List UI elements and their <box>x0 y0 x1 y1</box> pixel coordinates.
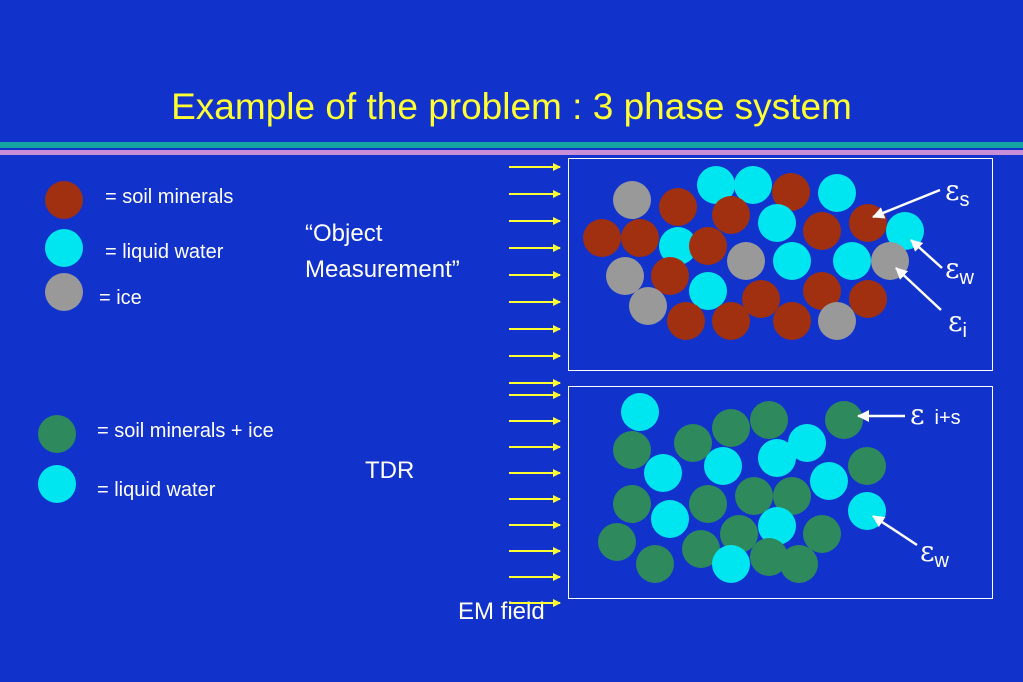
legend-ice-dot <box>45 273 83 311</box>
liquid-water-particle <box>704 447 742 485</box>
soil-mineral-particle <box>742 280 780 318</box>
soil-ice-particle <box>613 485 651 523</box>
object-measurement-line1: “Object <box>305 220 383 247</box>
soil-mineral-particle <box>849 204 887 242</box>
epsilon-pointer-arrow <box>872 514 918 547</box>
object-measurement-label: “Object Measurement” <box>305 216 460 288</box>
liquid-water-particle <box>644 454 682 492</box>
soil-ice-particle <box>780 545 818 583</box>
liquid-water-particle <box>659 227 697 265</box>
liquid-water-particle <box>788 424 826 462</box>
soil-ice-particle <box>848 447 886 485</box>
liquid-water-particle <box>689 272 727 310</box>
soil-mineral-particle <box>659 188 697 226</box>
tdr-box <box>568 386 993 599</box>
soil-mineral-particle <box>712 196 750 234</box>
soil-ice-particle <box>682 530 720 568</box>
epsilon-pointer-arrows <box>857 188 943 547</box>
epsilon-pointer-arrow <box>872 188 941 219</box>
legend-soil-minerals-ice-dot <box>38 415 76 453</box>
legend-liquid-water-label: = liquid water <box>105 241 224 263</box>
soil-ice-particle <box>712 409 750 447</box>
epsilon-water-label-top: εw <box>945 252 974 289</box>
legend-liquid-water-dot <box>45 229 83 267</box>
tdr-label: TDR <box>365 457 415 484</box>
soil-ice-particle <box>750 401 788 439</box>
object-measurement-line2: Measurement” <box>305 256 460 283</box>
liquid-water-particle <box>758 507 796 545</box>
ice-particle <box>613 181 651 219</box>
soil-mineral-particle <box>803 212 841 250</box>
soil-ice-particle <box>613 431 651 469</box>
ice-particle <box>629 287 667 325</box>
legend-liquid-water-label-bottom: = liquid water <box>97 479 216 501</box>
soil-ice-particle <box>750 538 788 576</box>
soil-ice-particle <box>735 477 773 515</box>
soil-ice-particle <box>689 485 727 523</box>
soil-mineral-particle <box>667 302 705 340</box>
liquid-water-particle <box>697 166 735 204</box>
liquid-water-particle <box>712 545 750 583</box>
soil-ice-particle <box>674 424 712 462</box>
legend-ice-label: = ice <box>99 287 142 309</box>
soil-ice-particle <box>598 523 636 561</box>
soil-mineral-particle <box>689 227 727 265</box>
soil-ice-particle <box>825 401 863 439</box>
liquid-water-particle <box>758 439 796 477</box>
particles-tdr <box>598 393 886 583</box>
liquid-water-particle <box>810 462 848 500</box>
ice-particle <box>606 257 644 295</box>
em-field-arrows <box>509 163 561 607</box>
legend-soil-minerals-dot <box>45 181 83 219</box>
epsilon-soil-label: εs <box>945 174 970 211</box>
legend-soil-minerals-ice-label: = soil minerals + ice <box>97 420 274 442</box>
slide-title: Example of the problem : 3 phase system <box>171 86 852 127</box>
soil-ice-particle <box>803 515 841 553</box>
title-rule-teal <box>0 142 1023 148</box>
soil-mineral-particle <box>651 257 689 295</box>
liquid-water-particle <box>773 242 811 280</box>
liquid-water-particle <box>833 242 871 280</box>
liquid-water-particle <box>734 166 772 204</box>
soil-ice-particle <box>636 545 674 583</box>
soil-mineral-particle <box>583 219 621 257</box>
soil-mineral-particle <box>772 173 810 211</box>
soil-ice-particle <box>720 515 758 553</box>
soil-mineral-particle <box>849 280 887 318</box>
object-measurement-box <box>568 158 993 371</box>
epsilon-pointer-arrow <box>895 267 942 311</box>
legend-soil-minerals-label: = soil minerals <box>105 186 234 208</box>
soil-mineral-particle <box>773 302 811 340</box>
epsilon-water-label-bottom: εw <box>920 535 949 572</box>
title-rule-pink <box>0 150 1023 155</box>
ice-particle <box>818 302 856 340</box>
liquid-water-particle <box>758 204 796 242</box>
epsilon-pointer-arrow <box>910 239 943 269</box>
particles-object-measurement <box>583 166 924 340</box>
legend-liquid-water-dot-bottom <box>38 465 76 503</box>
ice-particle <box>727 242 765 280</box>
soil-mineral-particle <box>712 302 750 340</box>
liquid-water-particle <box>848 492 886 530</box>
soil-mineral-particle <box>621 219 659 257</box>
liquid-water-particle <box>651 500 689 538</box>
liquid-water-particle <box>621 393 659 431</box>
soil-mineral-particle <box>803 272 841 310</box>
soil-ice-particle <box>773 477 811 515</box>
liquid-water-particle <box>818 174 856 212</box>
epsilon-ice-label: εi <box>948 305 967 342</box>
